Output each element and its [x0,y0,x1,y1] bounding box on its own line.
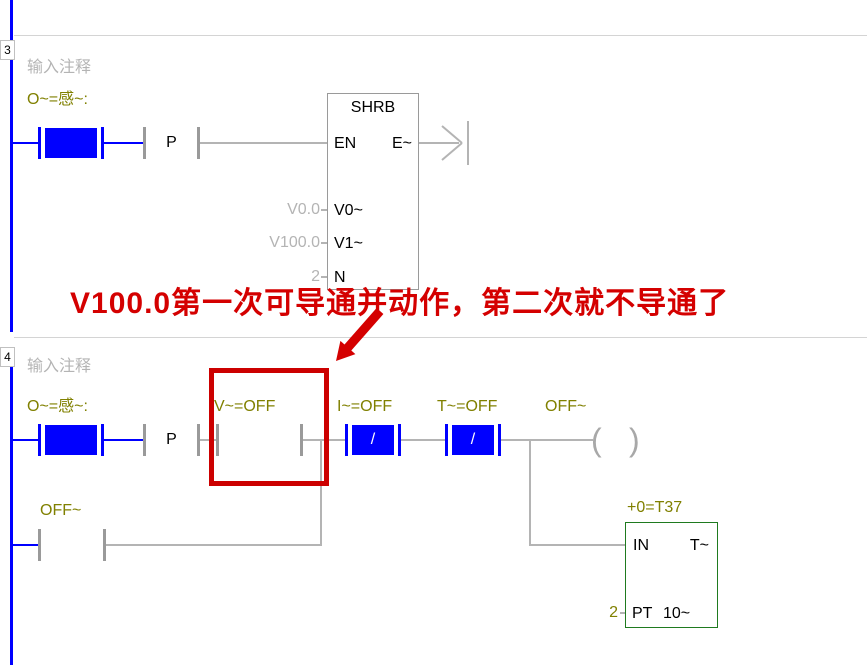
shrb-data-operand[interactable]: V0.0 [287,201,320,218]
contact-powered-fill [45,425,97,455]
eno-continuation-arrow-icon [441,121,469,165]
contact-bar-left [38,424,41,456]
shrb-sbit-pin: V1~ [334,235,363,252]
contact-bar-left [143,424,146,456]
network3-positive-edge-contact[interactable]: P [143,127,200,159]
network3-comment[interactable]: 输入注释 [27,59,92,76]
contact-bar-right [101,424,104,456]
network4-input-contact[interactable] [38,424,104,456]
contact-bar-left [345,424,348,456]
rung-wire [12,142,38,144]
rung-wire [12,439,38,441]
highlight-rectangle [209,368,329,486]
network3-top-separator [14,35,867,36]
pin-stub [321,209,327,211]
branch-contact-symbol-label: OFF~ [40,502,82,519]
rung-wire [200,439,216,441]
shrb-en-pin: EN [334,135,357,152]
network4-top-separator [14,337,867,338]
output-coil[interactable]: ( [591,422,602,458]
annotation-text: V100.0第一次可导通并动作，第二次就不导通了 [70,287,730,320]
timer-pt-pin: PT [632,605,653,622]
network4-tab[interactable]: 4 [0,347,15,367]
contact-bar-left [38,127,41,159]
pin-stub [321,276,327,278]
contact-bar-right [197,127,200,159]
contact-bar-left [445,424,448,456]
v-contact-symbol-label: V~=OFF [214,398,276,415]
nc-contact-slash: / [452,425,494,455]
contact-bar-left [38,529,41,561]
network4-contact-symbol-label: O~=感~: [27,398,88,415]
timer-pt-operand[interactable]: 2 [609,604,618,621]
timer-instruction-box[interactable]: IN T~ PT 10~ [625,522,718,628]
network4-t-nc-contact[interactable]: / [445,424,501,456]
network4-v-contact[interactable] [216,424,303,456]
network3-input-contact[interactable] [38,127,104,159]
branch-wire [106,544,322,546]
output-coil[interactable]: ) [629,422,640,458]
timer-timebase-label: 10~ [663,605,691,622]
i-contact-symbol-label: I~=OFF [337,398,393,415]
coil-symbol-label: OFF~ [545,398,587,415]
annotation-arrow-icon [336,308,384,361]
contact-bar-right [398,424,401,456]
contact-bar-right [300,424,303,456]
network4-positive-edge-contact[interactable]: P [143,424,200,456]
t-contact-symbol-label: T~=OFF [437,398,498,415]
contact-bar-right [101,127,104,159]
network4-i-nc-contact[interactable]: / [345,424,401,456]
rung-wire [12,544,38,546]
rung-wire [401,439,445,441]
rung-wire [104,439,143,441]
shrb-title: SHRB [350,99,396,116]
contact-bar-right [197,424,200,456]
rung-wire [104,142,143,144]
eno-wire [419,142,459,144]
shrb-data-pin: V0~ [334,202,363,219]
timer-symbol-label: +0=T37 [627,499,683,516]
shrb-n-operand[interactable]: 2 [311,268,320,285]
contact-bar-left [216,424,219,456]
contact-bar-right [498,424,501,456]
pin-stub [321,242,327,244]
network4-branch-contact[interactable] [38,529,106,561]
pin-stub [620,612,625,614]
branch-join-wire [320,441,322,546]
timer-wire [531,544,625,546]
network3-power-rail [10,0,13,332]
rung-wire [501,439,593,441]
rung-wire [200,142,327,144]
timer-drop-wire [529,441,531,546]
network4-comment[interactable]: 输入注释 [27,358,92,375]
contact-powered-fill [45,128,97,158]
timer-in-pin: IN [633,537,649,554]
shrb-sbit-operand[interactable]: V100.0 [269,234,320,251]
edge-contact-letter: P [166,431,177,448]
shrb-eno-pin: E~ [391,135,412,152]
network3-tab[interactable]: 3 [0,40,15,60]
shrb-n-pin: N [334,269,346,286]
nc-contact-slash: / [352,425,394,455]
edge-contact-letter: P [166,134,177,151]
shrb-instruction-box[interactable]: SHRB EN E~ V0~ V1~ N [327,93,419,290]
network4-power-rail [10,352,13,665]
network3-contact-symbol-label: O~=感~: [27,91,88,108]
timer-type-pin: T~ [689,537,709,554]
contact-bar-left [143,127,146,159]
contact-bar-right [103,529,106,561]
